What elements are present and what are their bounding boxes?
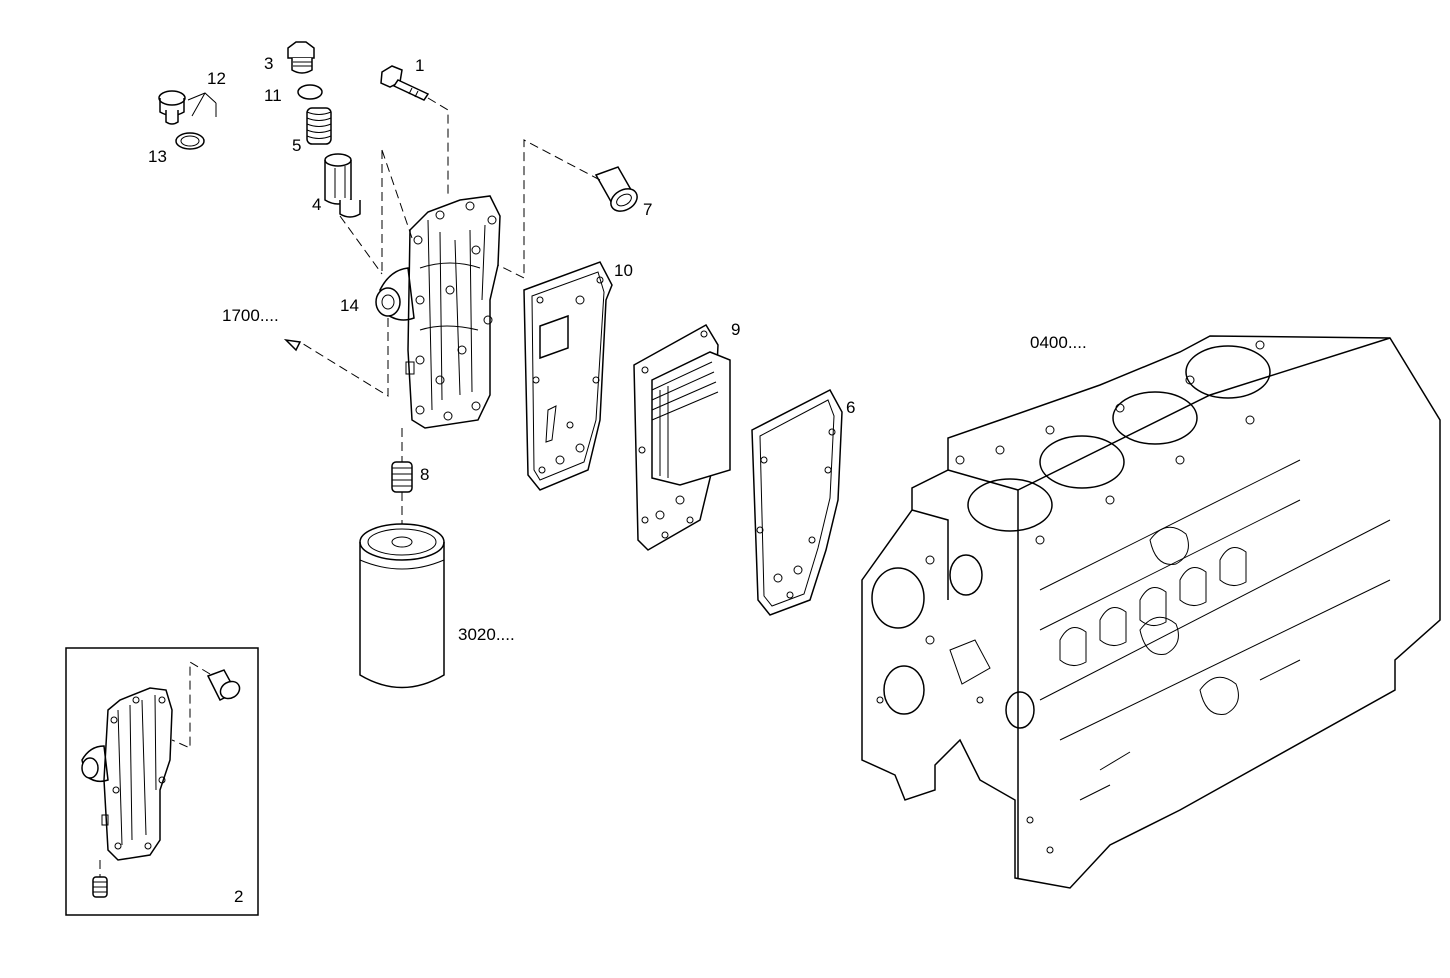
engine-block [861,335,1441,889]
callout-2: 2 [234,887,244,906]
assembly-lines [299,97,601,524]
part-6-gasket [751,388,843,616]
part-5-spring [306,107,332,145]
callout-12: 12 [207,69,226,88]
part-3-screw-plug [287,41,315,74]
part-8-nipple [391,461,413,493]
callout-6: 6 [846,398,856,417]
part-14-filter-housing [375,195,501,429]
callout-10: 10 [614,261,633,280]
reference-1700: 1700.... [222,306,279,325]
callout-8: 8 [420,465,430,484]
oil-filter-cartridge [359,523,445,689]
part-10-gasket [523,261,613,491]
callout-5: 5 [292,136,302,155]
part-7-sleeve [594,166,638,212]
part-4-valve-sleeve [324,153,361,218]
reference-0400: 0400.... [1030,333,1087,352]
part-11-o-ring [297,84,323,100]
callout-4: 4 [312,195,322,214]
callout-11: 11 [264,86,282,105]
inset-variant-2 [65,647,259,916]
part-13-plug [158,90,217,150]
part-1-bolt [380,65,430,101]
callout-13: 13 [148,147,167,166]
arrow-1700 [283,338,302,352]
callout-9: 9 [731,320,741,339]
reference-3020: 3020.... [458,625,515,644]
part-9-oil-cooler [633,323,731,551]
callout-3: 3 [264,54,274,73]
callout-1: 1 [415,56,425,75]
callout-7: 7 [643,200,653,219]
callout-14: 14 [340,296,359,315]
